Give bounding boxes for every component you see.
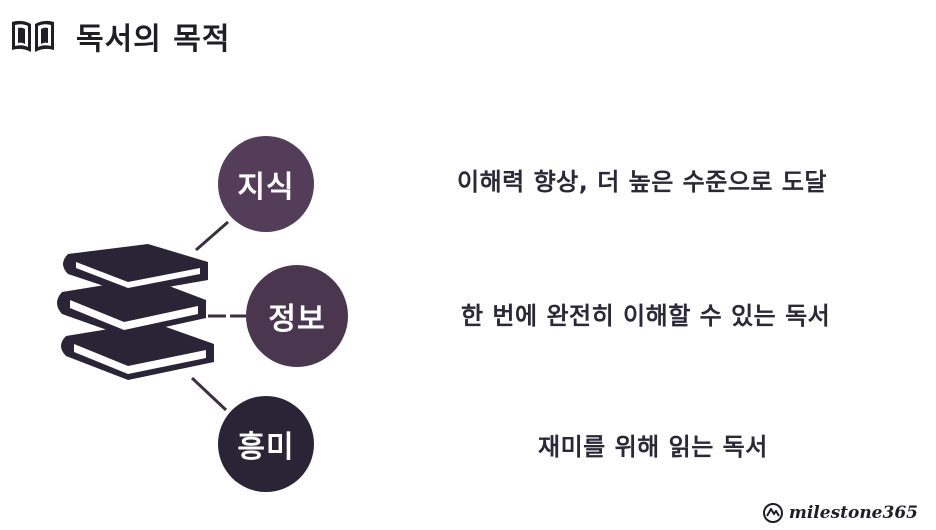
book-stack-icon [57,244,214,380]
purpose-circle-interest: 흥미 [218,396,314,492]
brand-name: milestone365 [788,503,918,523]
connector-line-knowledge [195,220,229,252]
purpose-description-interest: 재미를 위해 읽는 독서 [538,433,768,461]
purpose-label-knowledge: 지식 [237,170,295,205]
purpose-description-knowledge: 이해력 향상, 더 높은 수준으로 도달 [457,168,828,196]
page-title: 독서의 목적 [76,22,231,57]
brand-logo: milestone365 [761,502,918,524]
purpose-circle-knowledge: 지식 [218,136,314,232]
purpose-label-interest: 흥미 [237,430,295,465]
milestone-logo-icon [762,503,783,523]
open-book-icon [12,20,54,52]
connector-line-interest [190,376,228,412]
purpose-description-information: 한 번에 완전히 이해할 수 있는 독서 [461,302,831,330]
page-header: 독서의 목적 [10,14,230,58]
purpose-circle-information: 정보 [246,265,348,367]
purpose-label-information: 정보 [268,302,326,337]
